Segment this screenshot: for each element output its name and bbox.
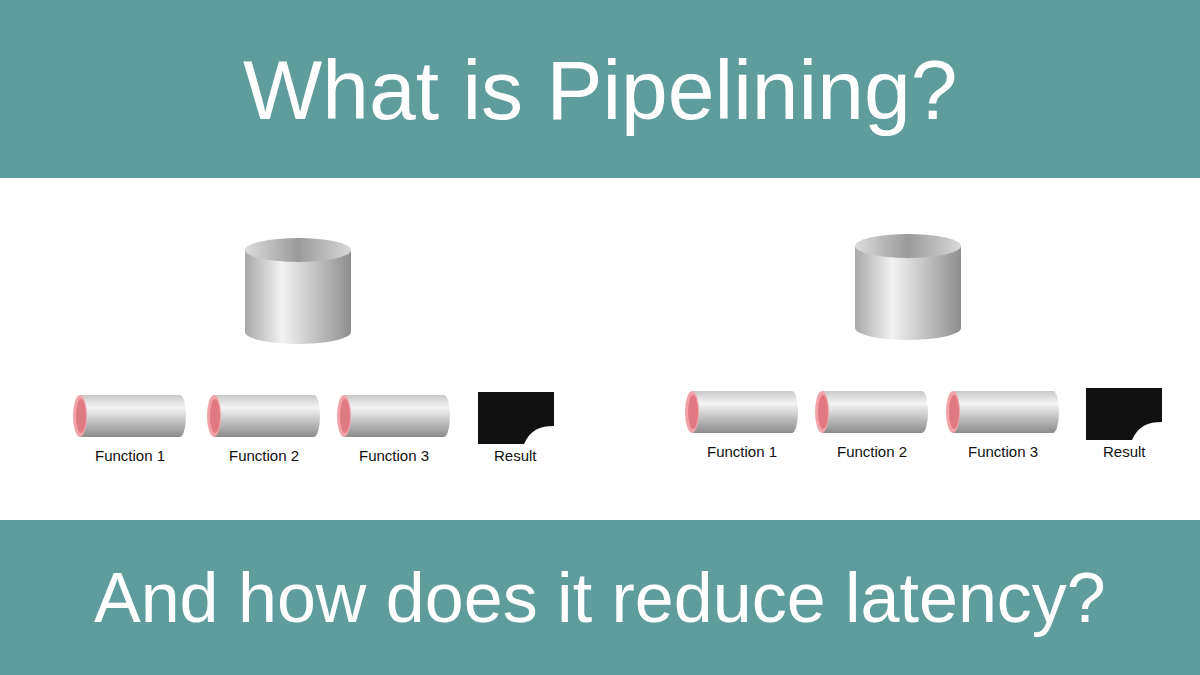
stage-label: Function 2	[837, 443, 907, 461]
stage-label: Function 1	[95, 447, 165, 465]
stage-label: Function 2	[229, 447, 299, 465]
stage-label: Result	[1103, 443, 1146, 461]
caption-text: And how does it reduce latency?	[94, 560, 1106, 637]
stage-label: Function 3	[968, 443, 1038, 461]
stage-label: Function 1	[707, 443, 777, 461]
stage-label: Result	[494, 447, 537, 465]
title-text: What is Pipelining?	[243, 44, 957, 136]
stage-label: Function 3	[359, 447, 429, 465]
